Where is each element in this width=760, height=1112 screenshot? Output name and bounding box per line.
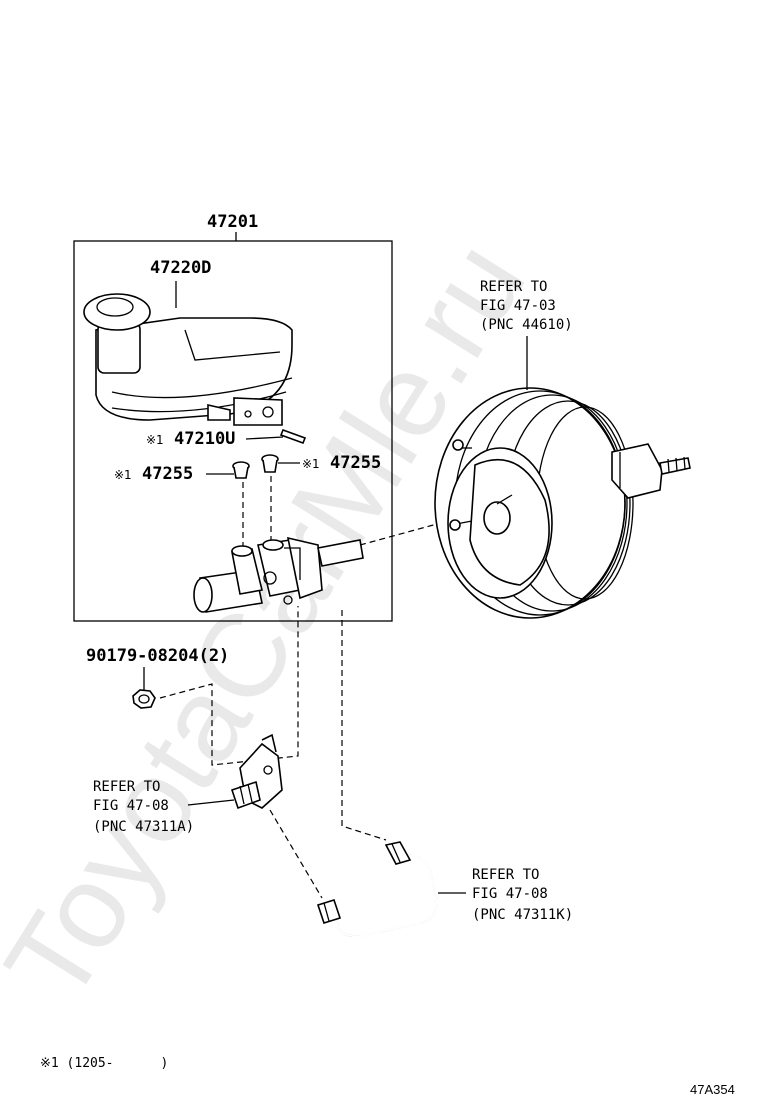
- assembly-box: [73, 240, 393, 622]
- assembly-number-label[interactable]: 47201: [207, 212, 258, 232]
- tube-ref-line-3[interactable]: (PNC 47311K): [472, 907, 573, 923]
- bracket-ref-line-3[interactable]: (PNC 47311A): [93, 819, 194, 835]
- master-cylinder-drawing: [193, 536, 364, 613]
- bracket-drawing: [230, 733, 283, 810]
- booster-ref-line-1: REFER TO: [480, 279, 547, 295]
- grommet-left-mark: ※1: [114, 468, 132, 482]
- nut-alignment-dash: [159, 606, 299, 766]
- brake-tube-drawing: [316, 841, 438, 938]
- pin-part-label[interactable]: 47210U: [174, 429, 235, 449]
- tube-alignment-dash-left: [269, 809, 323, 899]
- grommet-right-part-label[interactable]: 47255: [330, 453, 381, 473]
- grommet-right-drawing: [261, 454, 279, 473]
- reservoir-drawing: [83, 293, 293, 426]
- booster-ref-line-3[interactable]: (PNC 44610): [480, 317, 573, 333]
- grommet-left-part-label[interactable]: 47255: [142, 464, 193, 484]
- nut-part-label[interactable]: 90179-08204(2): [86, 646, 229, 666]
- bracket-ref-line-1: REFER TO: [93, 779, 160, 795]
- tube-ref-line-1: REFER TO: [472, 867, 539, 883]
- booster-ref-line-2[interactable]: FIG 47-03: [480, 298, 556, 314]
- reservoir-part-label[interactable]: 47220D: [150, 258, 211, 278]
- pin-drawing: [279, 428, 307, 445]
- brake-booster-drawing: [434, 387, 691, 619]
- footnote: ※1 (1205- ): [40, 1056, 168, 1071]
- pin-leader-line: [245, 436, 284, 440]
- grommet-left-drawing: [232, 461, 250, 479]
- figure-id: 47A354: [690, 1082, 735, 1097]
- tube-ref-line-2[interactable]: FIG 47-08: [472, 886, 548, 902]
- bracket-ref-line-2[interactable]: FIG 47-08: [93, 798, 169, 814]
- grommet-right-mark: ※1: [302, 457, 320, 471]
- tube-alignment-dash-right: [341, 610, 387, 841]
- nut-drawing: [132, 689, 156, 709]
- pin-mark: ※1: [146, 433, 164, 447]
- bracket-ref-leader: [187, 799, 235, 806]
